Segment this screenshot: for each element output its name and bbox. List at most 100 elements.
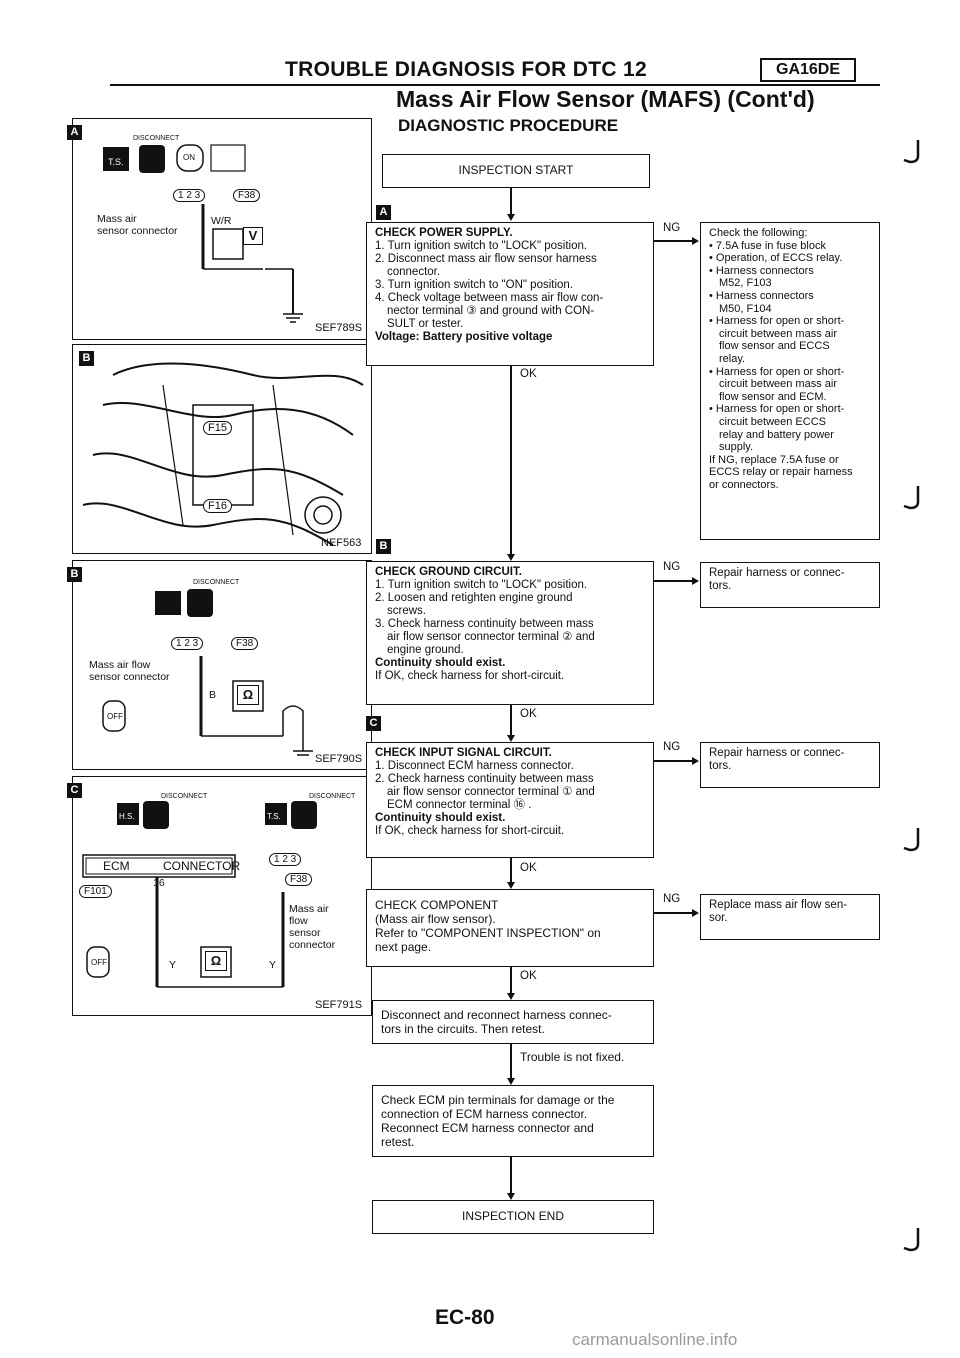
step-b-line: 2. Loosen and retighten engine ground — [375, 592, 573, 604]
step-c-line: air flow sensor connector terminal ① and — [387, 786, 595, 798]
figure-a-connector: F38 — [233, 189, 261, 202]
ng-a-line: ECCS relay or repair harness — [709, 466, 853, 479]
figure-c-disconnect1: DISCONNECT — [161, 793, 208, 800]
step-c-line: ECM connector terminal ⑯ . — [387, 799, 532, 811]
connector-line — [654, 912, 694, 914]
step-b-ng-box: Repair harness or connec- tors. — [700, 562, 880, 608]
step-b-line: 1. Turn ignition switch to "LOCK" positi… — [375, 579, 588, 591]
figure-c-pin16: 16 — [153, 877, 165, 889]
step-d-box: CHECK COMPONENT (Mass air flow sensor). … — [366, 889, 654, 967]
step-d-ng-line: sor. — [709, 912, 728, 924]
connector-arrow — [692, 237, 699, 245]
ng-a-line: flow sensor and ECCS — [719, 340, 830, 353]
figure-b-off-label: OFF — [107, 712, 123, 721]
margin-mark-1 — [903, 140, 920, 164]
connector-arrow — [692, 757, 699, 765]
connector-arrow — [507, 1078, 515, 1085]
inspection-start-label: INSPECTION START — [458, 163, 574, 177]
figure-c-pins: 1 2 3 — [269, 853, 302, 866]
step-c-heading: CHECK INPUT SIGNAL CIRCUIT. — [375, 747, 552, 759]
step-b-ng-line: Repair harness or connec- — [709, 567, 845, 579]
section-subtitle: Mass Air Flow Sensor (MAFS) (Cont'd) — [396, 86, 815, 112]
ng-a-line: circuit between mass air — [719, 378, 837, 391]
step-b-line: air flow sensor connector terminal ② and — [387, 631, 595, 643]
step-c-ng-label: NG — [663, 741, 681, 753]
step-a-line: SULT or tester. — [387, 318, 464, 330]
step-d-line: CHECK COMPONENT — [375, 898, 499, 912]
connector-arrow — [692, 577, 699, 585]
step-d-ng-line: Replace mass air flow sen- — [709, 899, 848, 911]
step-b-ok-label: OK — [520, 708, 537, 720]
figure-c-f38: F38 — [285, 873, 313, 886]
figure-b-diagram — [102, 589, 313, 756]
ng-a-line: • Harness for open or short- — [709, 403, 845, 416]
step-a-line: nector terminal ③ and ground with CON- — [387, 305, 595, 317]
engine-photo-sketch — [82, 362, 364, 546]
figure-a-on-label: ON — [183, 153, 195, 162]
figure-c-ecm: ECM — [103, 859, 130, 873]
connector-tag-f16: F16 — [203, 499, 232, 513]
figure-b-ohmmeter: Ω — [237, 685, 259, 705]
ng-a-line: • Harness for open or short- — [709, 315, 845, 328]
step-f-line: Reconnect ECM harness connector and — [381, 1121, 594, 1135]
step-a-result: Voltage: Battery positive voltage — [375, 331, 553, 343]
step-c-ng-line: Repair harness or connec- — [709, 747, 845, 759]
figure-photo-code: NEF563 — [321, 537, 362, 549]
step-f-line: retest. — [381, 1135, 415, 1149]
step-e-after-label: Trouble is not fixed. — [520, 1050, 625, 1064]
figure-a-diagram: T.S. — [103, 144, 303, 323]
step-c-line: 2. Check harness continuity between mass — [375, 773, 594, 785]
step-a-line: 3. Turn ignition switch to "ON" position… — [375, 279, 574, 291]
connector-arrow — [507, 735, 515, 742]
connector-line — [510, 188, 512, 216]
connector-arrow — [507, 1193, 515, 1200]
step-d-ok-label: OK — [520, 970, 537, 982]
step-d-ng-box: Replace mass air flow sen- sor. — [700, 894, 880, 940]
step-d-line: next page. — [375, 940, 432, 954]
ng-a-line: M52, F103 — [719, 277, 772, 290]
step-d-line: (Mass air flow sensor). — [375, 912, 496, 926]
step-c-letter: C — [366, 716, 381, 731]
step-b-note: If OK, check harness for short-circuit. — [375, 670, 565, 682]
header-rule — [110, 84, 880, 86]
step-a-heading: CHECK POWER SUPPLY. — [375, 227, 513, 239]
svg-text:T.S.: T.S. — [108, 157, 124, 167]
figure-c-wire2: Y — [269, 959, 277, 971]
inspection-end-box: INSPECTION END — [372, 1200, 654, 1234]
step-a-ng-label: NG — [663, 222, 681, 234]
figure-b-code: SEF790S — [315, 753, 363, 765]
ng-a-line: circuit between ECCS — [719, 415, 826, 428]
step-a-box: CHECK POWER SUPPLY. 1. Turn ignition swi… — [366, 222, 654, 366]
step-b-ng-label: NG — [663, 561, 681, 573]
ng-a-line: circuit between mass air — [719, 327, 837, 340]
ng-a-line: • Harness for open or short- — [709, 365, 845, 378]
figure-b-label2: sensor connector — [89, 671, 170, 683]
step-f-line: connection of ECM harness connector. — [381, 1107, 588, 1121]
connector-line — [654, 240, 694, 242]
ng-a-line: or connectors. — [709, 478, 779, 491]
figure-c-label1: Mass air — [289, 903, 329, 915]
figure-c-ohmmeter: Ω — [205, 951, 227, 971]
watermark: carmanualsonline.info — [572, 1330, 738, 1349]
step-b-line: screws. — [387, 605, 426, 617]
step-b-line: 3. Check harness continuity between mass — [375, 618, 594, 630]
figure-a-wire: W/R — [211, 215, 232, 227]
figure-c-ts: T.S. — [267, 812, 281, 821]
page-title: TROUBLE DIAGNOSIS FOR DTC 12 — [285, 58, 647, 81]
procedure-heading: DIAGNOSTIC PROCEDURE — [398, 116, 619, 135]
figure-c-hs: H.S. — [119, 812, 135, 821]
figure-c-label3: sensor — [289, 927, 321, 939]
figure-c-diagram — [82, 801, 317, 988]
figure-c-f101: F101 — [79, 885, 112, 898]
step-e-line: Disconnect and reconnect harness connec- — [381, 1008, 612, 1022]
step-f-line: Check ECM pin terminals for damage or th… — [381, 1093, 615, 1107]
connector-arrow — [507, 214, 515, 221]
step-a-line: connector. — [387, 266, 441, 278]
step-a-line: 4. Check voltage between mass air flow c… — [375, 292, 604, 304]
ng-a-line: relay. — [719, 352, 746, 365]
step-a-letter: A — [376, 205, 391, 220]
connector-line — [510, 1157, 512, 1195]
step-e-line: tors in the circuits. Then retest. — [381, 1022, 545, 1036]
ng-a-line: supply. — [719, 441, 754, 454]
figure-a-code: SEF789S — [315, 322, 363, 334]
